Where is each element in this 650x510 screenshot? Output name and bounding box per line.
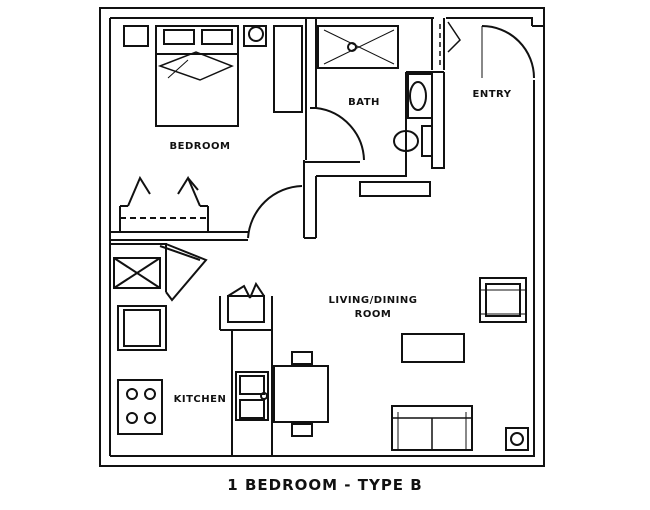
bedroom-bath-wall (303, 18, 407, 238)
armchair (479, 277, 527, 323)
side-table-lamp (505, 427, 529, 451)
bedroom-door-swing (247, 185, 303, 239)
nightstand-left (123, 25, 149, 47)
plan-caption: 1 BEDROOM - TYPE B (227, 476, 423, 494)
room-label-living-dining: LIVING/DINING ROOM (318, 294, 428, 322)
entry-closet (439, 21, 461, 66)
exterior-walls (99, 7, 545, 467)
living-label-line2: ROOM (354, 309, 392, 320)
toilet (393, 125, 433, 157)
room-label-bedroom: BEDROOM (169, 141, 231, 152)
dining-table (273, 351, 329, 437)
bath-door-swing (315, 107, 365, 161)
living-label-line1: LIVING/DINING (328, 295, 418, 306)
bed (155, 25, 239, 127)
vanity-sink (407, 73, 433, 119)
entry-door-swing (481, 25, 535, 79)
pantry-closet (110, 243, 208, 302)
bath-entry-wall (310, 18, 445, 169)
room-label-kitchen: KITCHEN (173, 394, 227, 405)
refrigerator (117, 305, 167, 351)
room-label-bath: BATH (348, 97, 380, 108)
bedroom-south-wall (110, 175, 316, 241)
stove (117, 379, 163, 435)
shower (317, 25, 399, 69)
coffee-table (401, 333, 465, 363)
nightstand-right (243, 25, 267, 47)
kitchen-counter-wall (219, 281, 273, 456)
entry-bench (359, 181, 431, 197)
room-label-entry: ENTRY (472, 89, 512, 100)
kitchen-sink (235, 371, 269, 421)
sofa (391, 405, 473, 451)
wardrobe (273, 25, 303, 113)
